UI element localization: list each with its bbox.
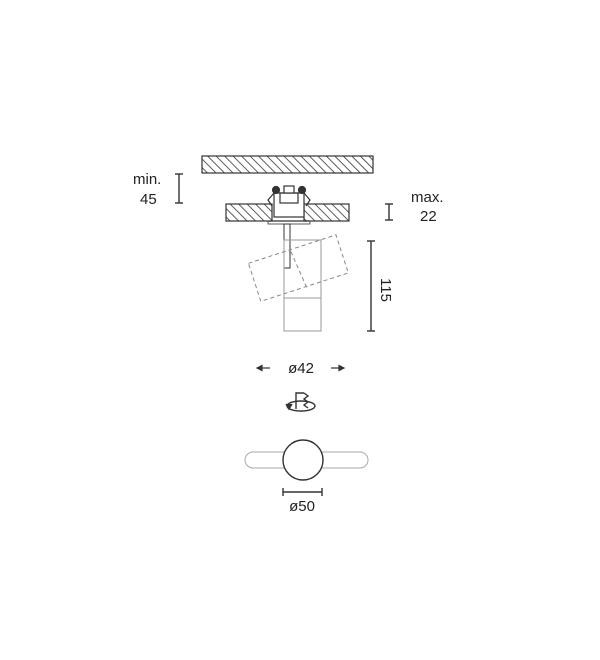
dim-base-50 (282, 488, 323, 496)
max-label-line1: max. (411, 189, 444, 206)
rotation-icon (285, 392, 316, 412)
max-value: 22 (420, 208, 437, 226)
head-diameter-label: ø42 (288, 360, 314, 377)
min-label-line1: min. (133, 171, 162, 188)
arrow-icon (255, 364, 346, 372)
dim-height-115 (367, 240, 375, 332)
base-plate (244, 439, 369, 481)
upper-ceiling-slab (201, 155, 374, 174)
spot-head (283, 239, 322, 332)
fixture-stem (283, 223, 291, 269)
min-value: 45 (140, 191, 157, 209)
base-diameter-label: ø50 (289, 498, 315, 515)
spot-head-tilted (247, 234, 349, 302)
mounting-bracket (267, 185, 311, 225)
min-label-line2: 45 (140, 191, 157, 208)
max-label-line2: 22 (420, 208, 437, 225)
dim-min-45 (175, 173, 183, 204)
dim-max-22 (385, 203, 393, 221)
false-ceiling (225, 203, 350, 222)
max-label: max. (411, 189, 444, 207)
height-label: 115 (377, 278, 394, 302)
min-label: min. (133, 171, 161, 189)
